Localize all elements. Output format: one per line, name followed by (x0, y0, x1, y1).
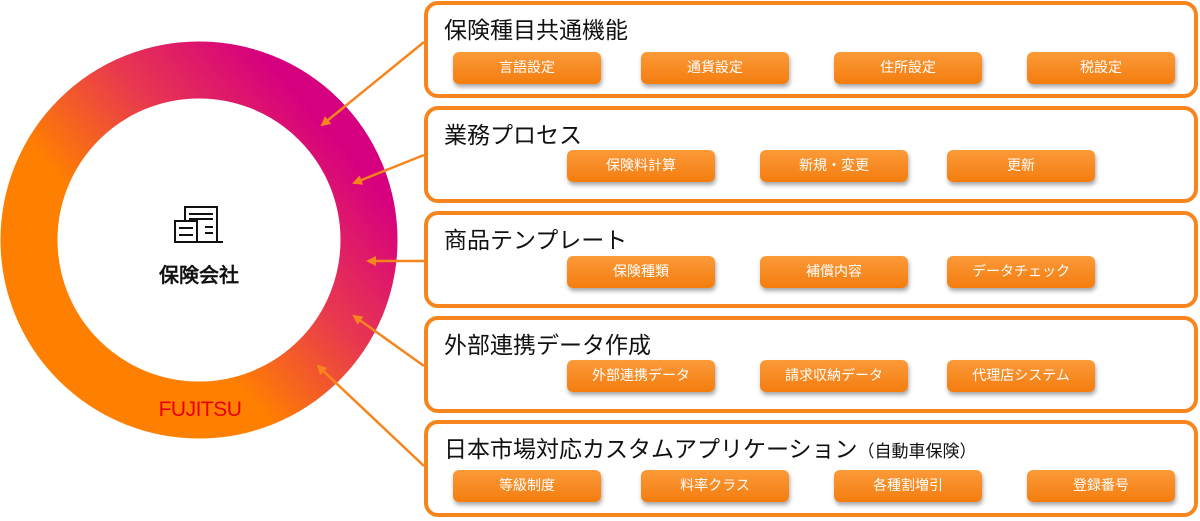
insurance-type-button[interactable]: 保険種類 (567, 256, 715, 288)
arrow-1 (320, 41, 425, 127)
external-data-button[interactable]: 外部連携データ (567, 360, 715, 392)
address-settings-button[interactable]: 住所設定 (834, 52, 982, 84)
panel-title: 商品テンプレート (444, 228, 628, 254)
premium-calculation-button[interactable]: 保険料計算 (567, 150, 715, 182)
panel-title-text: 日本市場対応カスタムアプリケーション (444, 437, 858, 463)
coverage-button[interactable]: 補償内容 (760, 256, 908, 288)
grade-system-button[interactable]: 等級制度 (453, 470, 601, 502)
panel-title: 保険種目共通機能 (444, 18, 628, 44)
arrow-4 (352, 314, 425, 368)
new-change-button[interactable]: 新規・変更 (760, 150, 908, 182)
panel-japan-custom: 日本市場対応カスタムアプリケーション（自動車保険） 等級制度 料率クラス 各種割… (424, 420, 1198, 517)
arrow-5 (316, 364, 425, 467)
panel-external-data: 外部連携データ作成 外部連携データ 請求収納データ 代理店システム (424, 316, 1198, 413)
rate-class-button[interactable]: 料率クラス (641, 470, 789, 502)
language-settings-button[interactable]: 言語設定 (453, 52, 601, 84)
registration-number-button[interactable]: 登録番号 (1027, 470, 1175, 502)
currency-settings-button[interactable]: 通貨設定 (641, 52, 789, 84)
billing-data-button[interactable]: 請求収納データ (760, 360, 908, 392)
company-ring (0, 41, 398, 439)
agency-system-button[interactable]: 代理店システム (947, 360, 1095, 392)
panel-subtitle: （自動車保険） (857, 442, 977, 462)
company-label: 保険会社 (159, 263, 239, 287)
tax-settings-button[interactable]: 税設定 (1027, 52, 1175, 84)
panel-business-process: 業務プロセス 保険料計算 新規・変更 更新 (424, 106, 1198, 203)
panel-product-template: 商品テンプレート 保険種類 補償内容 データチェック (424, 211, 1198, 308)
panel-title: 外部連携データ作成 (444, 333, 651, 359)
panel-title: 業務プロセス (444, 123, 582, 149)
arrow-2 (352, 153, 425, 185)
renewal-button[interactable]: 更新 (947, 150, 1095, 182)
panel-title: 日本市場対応カスタムアプリケーション（自動車保険） (444, 430, 977, 464)
panel-common-functions: 保険種目共通機能 言語設定 通貨設定 住所設定 税設定 (424, 1, 1198, 98)
office-building-icon (174, 206, 223, 243)
data-check-button[interactable]: データチェック (947, 256, 1095, 288)
fujitsu-logo: FUJITSU (158, 398, 242, 421)
insurance-company: 保険会社 (99, 205, 299, 288)
discounts-button[interactable]: 各種割増引 (834, 470, 982, 502)
